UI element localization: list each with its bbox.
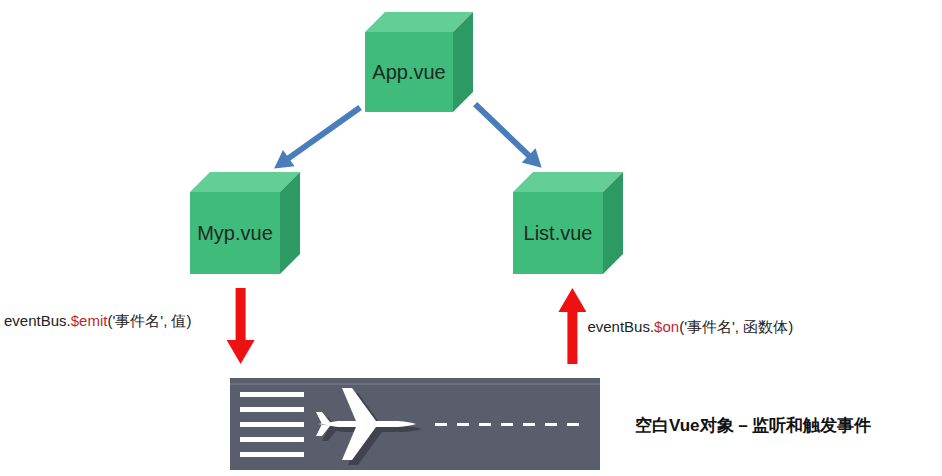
center-dash bbox=[435, 423, 447, 426]
arrow-head bbox=[558, 288, 586, 312]
bus-caption: 空白Vue对象 – 监听和触发事件 bbox=[635, 414, 871, 437]
arrow-shaft bbox=[475, 104, 530, 156]
child-arrow bbox=[475, 104, 541, 168]
bus-arrow bbox=[227, 288, 255, 364]
cube-front bbox=[513, 192, 603, 274]
component-cube: Myp.vue bbox=[190, 172, 300, 274]
method-highlight: $on bbox=[654, 318, 679, 335]
bus-arrow bbox=[558, 288, 586, 364]
cube-side bbox=[280, 172, 300, 274]
component-name: List.vue bbox=[524, 222, 593, 245]
arrow-head bbox=[274, 150, 294, 169]
cube-front bbox=[365, 32, 453, 112]
arrow-shaft bbox=[236, 288, 246, 342]
threshold-stripe bbox=[240, 452, 304, 457]
runway-edge bbox=[230, 383, 600, 385]
cube-side bbox=[453, 12, 473, 112]
component-cube: List.vue bbox=[513, 172, 623, 274]
component-cube: App.vue bbox=[365, 12, 473, 112]
center-dash bbox=[479, 423, 491, 426]
component-name: Myp.vue bbox=[197, 222, 273, 245]
arrow-shaft bbox=[567, 310, 577, 364]
method-highlight: $emit bbox=[71, 312, 108, 329]
center-dash bbox=[457, 423, 469, 426]
arrow-shaft bbox=[287, 107, 360, 159]
event-bus-runway: 空白Vue对象 – 监听和触发事件 bbox=[230, 378, 600, 470]
child-arrow bbox=[274, 107, 360, 168]
threshold-stripe bbox=[240, 392, 304, 397]
threshold-stripe bbox=[240, 437, 304, 442]
center-dash bbox=[523, 423, 535, 426]
arrow-head bbox=[227, 340, 255, 364]
cube-side bbox=[603, 172, 623, 274]
cube-front bbox=[190, 192, 280, 274]
component-name: App.vue bbox=[372, 61, 445, 84]
arrow-head bbox=[522, 148, 542, 168]
runway-ground bbox=[230, 378, 600, 470]
center-dash bbox=[545, 423, 557, 426]
center-dash bbox=[567, 423, 579, 426]
edge-label: eventBus.$emit('事件名', 值) bbox=[4, 312, 191, 331]
threshold-stripe bbox=[240, 407, 304, 412]
center-dash bbox=[501, 423, 513, 426]
threshold-stripe bbox=[240, 422, 304, 427]
airplane bbox=[316, 388, 416, 460]
runway-illustration bbox=[230, 378, 600, 470]
edge-label: eventBus.$on('事件名', 函数体) bbox=[587, 318, 793, 337]
